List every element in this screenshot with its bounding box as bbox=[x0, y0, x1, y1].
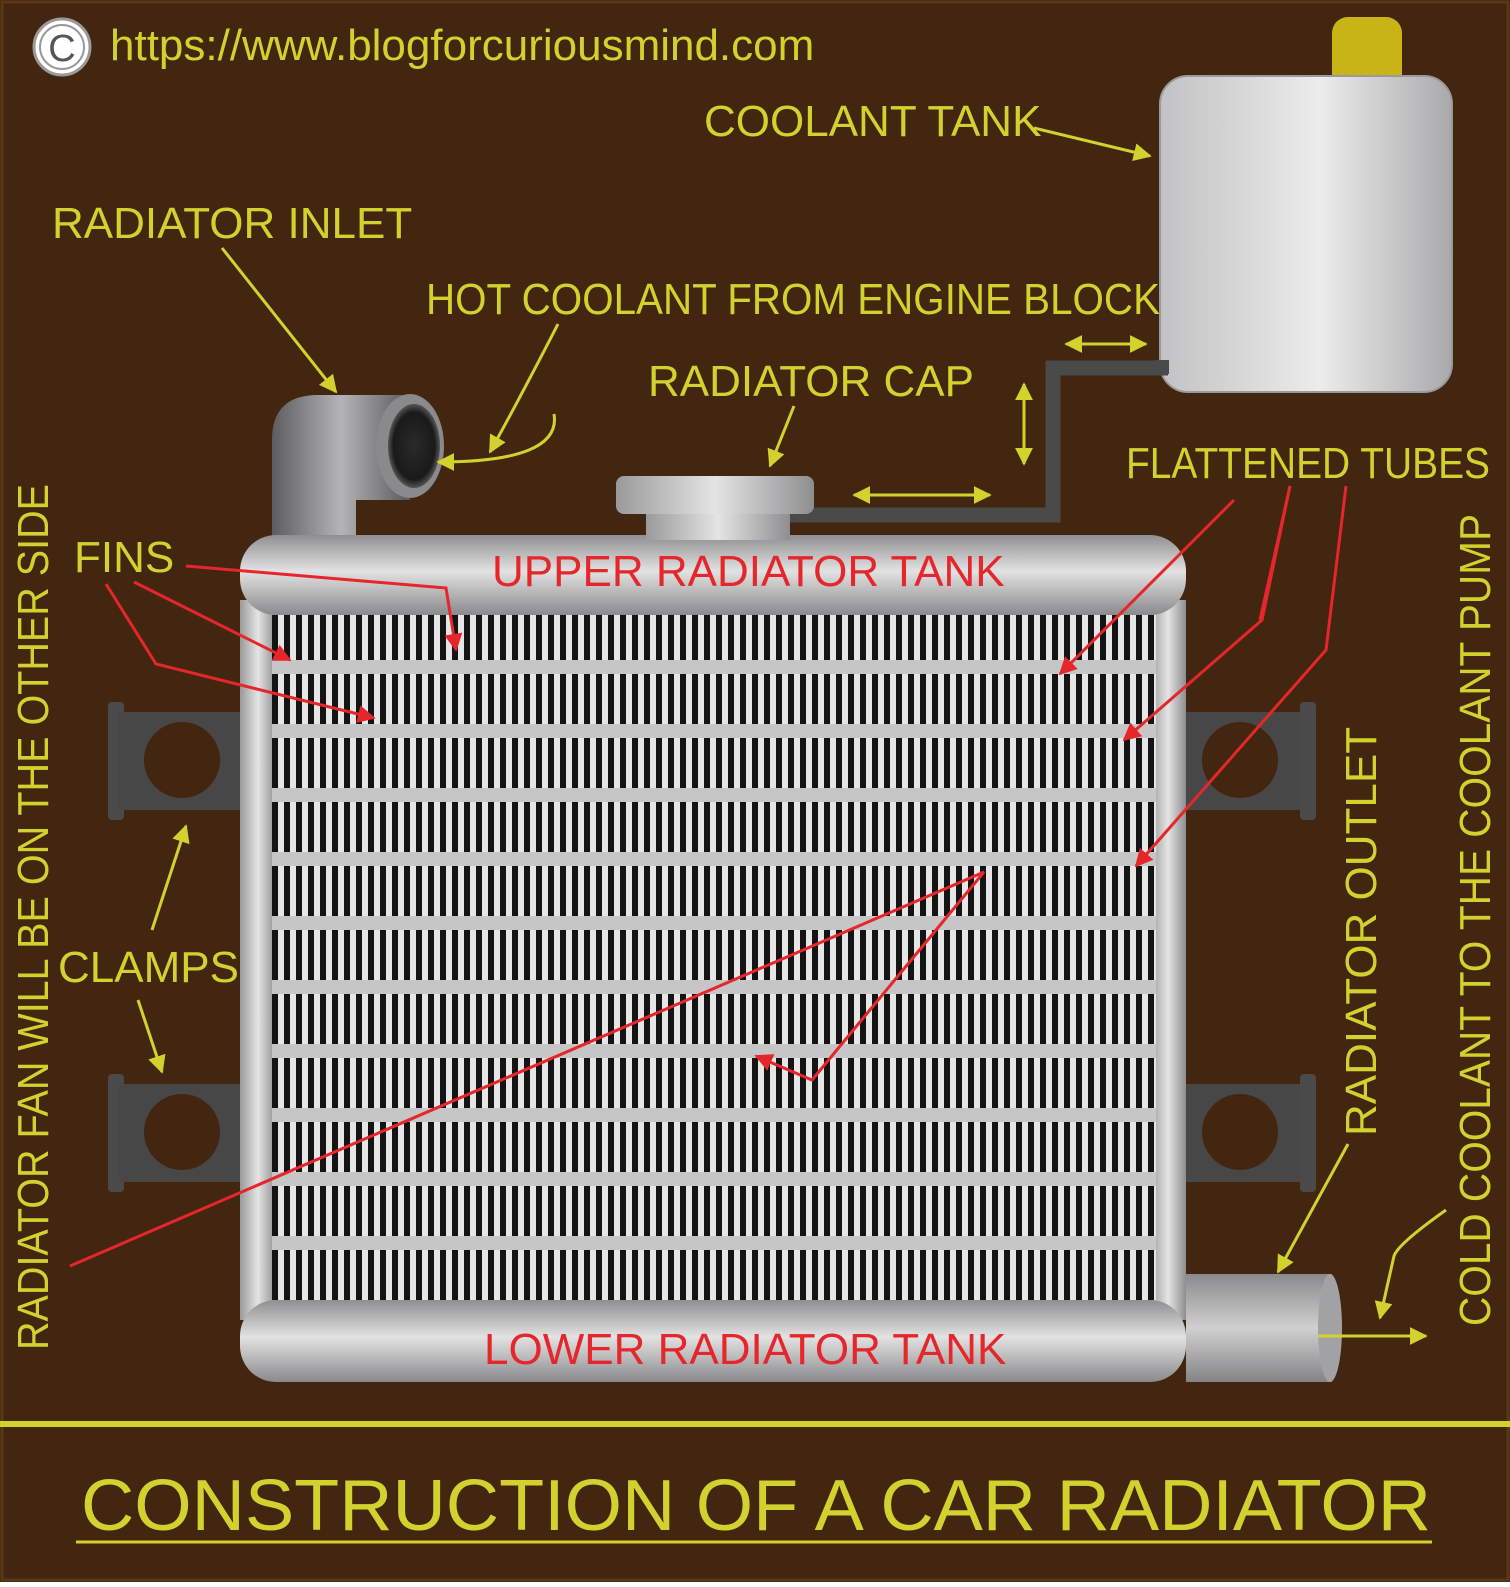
fin-core bbox=[272, 615, 1156, 1305]
tube bbox=[272, 1108, 1156, 1122]
label-fan-note: RADIATOR FAN WILL BE ON THE OTHER SIDE bbox=[9, 484, 58, 1350]
label-radiator-cap: RADIATOR CAP bbox=[648, 357, 974, 406]
label-flattened-tubes: FLATTENED TUBES bbox=[1126, 439, 1490, 488]
label-coolant-tank: COOLANT TANK bbox=[704, 97, 1041, 146]
flattened-tubes bbox=[272, 660, 1156, 1314]
label-radiator-outlet: RADIATOR OUTLET bbox=[1337, 727, 1386, 1136]
radiator-inlet-pipe bbox=[272, 394, 444, 545]
right-clamp-upper bbox=[1180, 702, 1316, 820]
tube bbox=[272, 1236, 1156, 1250]
label-lower-radiator-tank: LOWER RADIATOR TANK bbox=[484, 1325, 1006, 1374]
label-radiator-inlet: RADIATOR INLET bbox=[52, 199, 412, 248]
upper-radiator-tank bbox=[240, 535, 1186, 615]
lower-radiator-tank bbox=[240, 1300, 1186, 1382]
label-clamps: CLAMPS bbox=[58, 943, 239, 992]
label-upper-radiator-tank: UPPER RADIATOR TANK bbox=[492, 547, 1005, 596]
copyright-icon: C bbox=[32, 17, 92, 77]
radiator-cap bbox=[616, 476, 814, 540]
tube bbox=[272, 788, 1156, 802]
tube bbox=[272, 852, 1156, 866]
left-clamp-upper bbox=[108, 702, 248, 820]
source-url: https://www.blogforcuriousmind.com bbox=[110, 21, 814, 70]
radiator-body bbox=[240, 600, 1186, 1320]
tube bbox=[272, 1044, 1156, 1058]
right-clamp-lower bbox=[1180, 1074, 1316, 1192]
tube bbox=[272, 916, 1156, 930]
label-hot-coolant: HOT COOLANT FROM ENGINE BLOCK bbox=[426, 275, 1160, 324]
left-clamp-lower bbox=[108, 1074, 248, 1192]
label-cold-coolant: COLD COOLANT TO THE COOLANT PUMP bbox=[1451, 514, 1500, 1326]
label-fins: FINS bbox=[74, 533, 174, 582]
radiator-outlet-pipe bbox=[1186, 1274, 1342, 1382]
yellow-arrows bbox=[136, 126, 1447, 1345]
coolant-tank bbox=[1155, 17, 1453, 393]
tube bbox=[272, 1172, 1156, 1186]
diagram-title: CONSTRUCTION OF A CAR RADIATOR bbox=[81, 1466, 1431, 1546]
tube bbox=[272, 724, 1156, 738]
copyright-symbol: C bbox=[48, 28, 75, 70]
tube bbox=[272, 660, 1156, 674]
overflow-hose bbox=[790, 360, 1168, 523]
red-arrows bbox=[69, 485, 1348, 1268]
